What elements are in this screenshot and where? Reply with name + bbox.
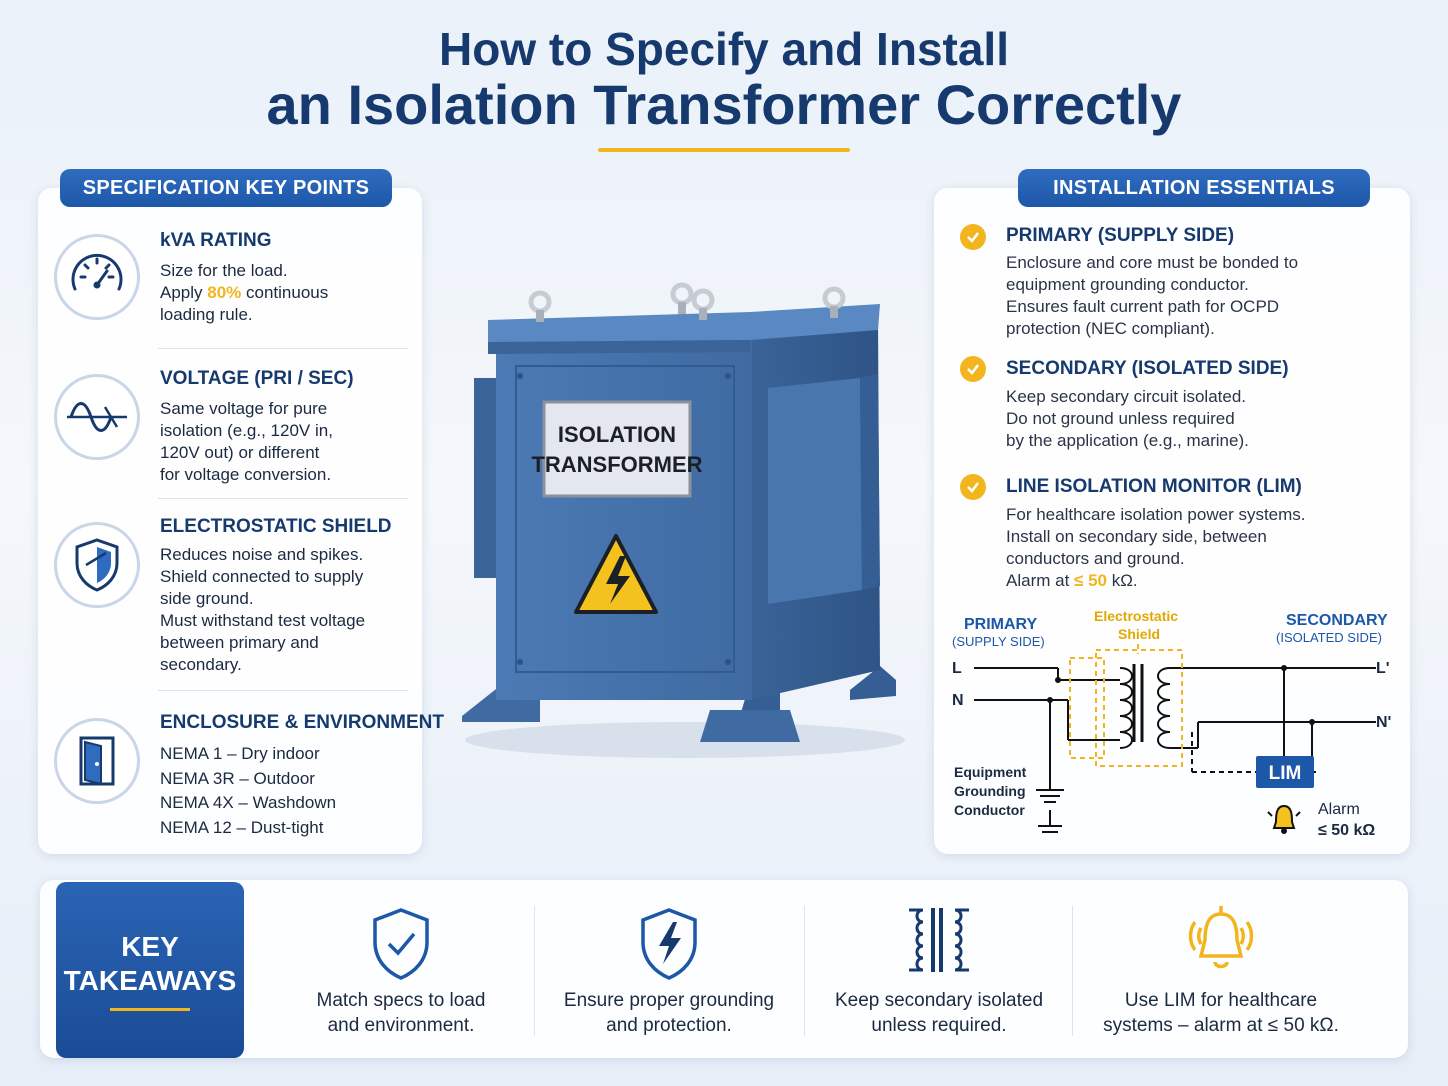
alarm-bell-small-icon <box>1267 804 1301 834</box>
diagram-egc-line1: Equipment <box>954 764 1027 780</box>
spec-enclosure-body: NEMA 1 – Dry indoor NEMA 3R – Outdoor NE… <box>160 744 337 837</box>
diagram-N2-label: N' <box>1376 714 1392 731</box>
diagram-egc-line3: Conductor <box>954 802 1025 818</box>
install-lim-body: For healthcare isolation power systems. … <box>1006 505 1306 590</box>
diagram-alarm-line2: ≤ 50 kΩ <box>1318 822 1376 839</box>
wiring-diagram: LIM <box>974 644 1376 834</box>
divider <box>158 348 408 349</box>
spec-enclosure-heading: ENCLOSURE & ENVIRONMENT <box>160 712 444 733</box>
key-takeaways-title1: KEY <box>121 930 179 962</box>
diagram-N-label: N <box>952 692 964 709</box>
check-icon <box>960 356 986 382</box>
spec-voltage-body: Same voltage for pure isolation (e.g., 1… <box>160 399 333 484</box>
spec-shield-heading: ELECTROSTATIC SHIELD <box>160 516 392 537</box>
lim-box-label: LIM <box>1269 763 1302 784</box>
diagram-shield-label: Electrostatic <box>1094 608 1179 624</box>
diagram-alarm-line1: Alarm <box>1318 801 1360 818</box>
gauge-icon <box>54 234 140 320</box>
diagram-primary-label: PRIMARY <box>964 616 1038 633</box>
shield-bolt-icon <box>641 908 697 980</box>
key-takeaways-underline <box>110 1007 190 1011</box>
door-enclosure-icon <box>54 718 140 804</box>
check-icon <box>960 224 986 250</box>
spec-kva-body: Size for the load. Apply 80% continuous … <box>160 261 329 324</box>
shield-icon <box>54 522 140 608</box>
shield-check-icon <box>373 908 429 980</box>
diagram-primary-sub: (SUPPLY SIDE) <box>952 634 1045 649</box>
diagram-egc-line2: Grounding <box>954 783 1026 799</box>
nameplate-line1: ISOLATION <box>558 422 676 447</box>
spec-voltage-heading: VOLTAGE (PRI / SEC) <box>160 368 354 389</box>
install-primary-heading: PRIMARY (SUPPLY SIDE) <box>1006 225 1235 246</box>
install-secondary-body: Keep secondary circuit isolated. Do not … <box>1006 387 1249 450</box>
divider <box>534 906 535 1036</box>
nameplate-line2: TRANSFORMER <box>531 452 702 477</box>
spec-kva-heading: kVA RATING <box>160 230 272 251</box>
key-takeaways-badge: KEY TAKEAWAYS <box>56 882 244 1058</box>
page-title-line2: an Isolation Transformer Correctly <box>266 73 1182 136</box>
takeaways-panel <box>40 880 1408 1058</box>
spec-shield-body: Reduces noise and spikes. Shield connect… <box>160 545 366 674</box>
specification-tab: SPECIFICATION KEY POINTS <box>60 169 392 207</box>
alarm-bell-icon <box>1188 906 1254 969</box>
divider <box>1072 906 1073 1036</box>
install-primary-body: Enclosure and core must be bonded to equ… <box>1006 253 1299 338</box>
title-underline <box>598 148 850 152</box>
transformer-illustration: ISOLATION TRANSFORMER <box>462 282 905 758</box>
divider <box>158 690 408 691</box>
install-secondary-heading: SECONDARY (ISOLATED SIDE) <box>1006 358 1289 379</box>
key-takeaways-title2: TAKEAWAYS <box>63 964 237 996</box>
divider <box>804 906 805 1036</box>
installation-tab: INSTALLATION ESSENTIALS <box>1018 169 1370 207</box>
diagram-secondary-label: SECONDARY <box>1286 612 1388 629</box>
diagram-shield-sub: Shield <box>1118 626 1161 642</box>
diagram-L-label: L <box>952 660 962 677</box>
diagram-L2-label: L' <box>1376 660 1390 677</box>
installation-panel <box>934 188 1410 854</box>
page-title-line1: How to Specify and Install <box>439 23 1009 75</box>
specification-panel: kVA RATING Size for the load. Apply 80% … <box>38 188 444 854</box>
check-icon <box>960 474 986 500</box>
transformer-coil-icon <box>909 908 969 972</box>
divider <box>158 498 408 499</box>
install-lim-heading: LINE ISOLATION MONITOR (LIM) <box>1006 476 1302 497</box>
sine-wave-icon <box>54 374 140 460</box>
diagram-secondary-sub: (ISOLATED SIDE) <box>1276 630 1382 645</box>
high-voltage-warning-icon <box>574 534 658 614</box>
